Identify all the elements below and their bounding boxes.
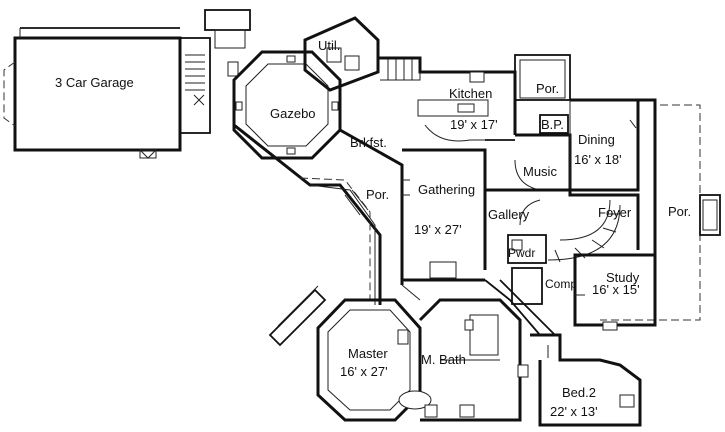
utility-walls: [303, 16, 421, 92]
room-label-study: Study: [606, 270, 640, 285]
garage-walls: [3, 27, 182, 159]
room-label-foyer: Foyer: [598, 205, 632, 220]
room-label-master: Master: [348, 346, 388, 361]
room-label-dining: Dining: [578, 132, 615, 147]
gazebo-walls: [232, 50, 342, 160]
room-label-dining-size: 16' x 18': [574, 152, 622, 167]
bed2-walls: [530, 333, 642, 427]
dining-walls: [514, 54, 640, 192]
master-walls: [316, 298, 422, 422]
room-label-music: Music: [523, 164, 557, 179]
room-label-gathering-size: 19' x 27': [414, 222, 462, 237]
room-label-master-size: 16' x 27': [340, 364, 388, 379]
porch-right-walls: [600, 98, 721, 325]
room-label-comp: Comp: [545, 277, 578, 291]
foyer-walls: [485, 188, 640, 263]
room-label-bed2: Bed.2: [562, 385, 596, 400]
room-label-study-size: 16' x 15': [592, 282, 640, 297]
room-label-porch-right: Por.: [668, 204, 692, 219]
room-label-kitchen-size: 19' x 17': [450, 117, 498, 132]
porch-left-walls: [233, 123, 404, 347]
study-walls: [507, 234, 657, 331]
room-label-bed2-size: 22' x 13': [550, 404, 598, 419]
room-label-util: Util.: [318, 38, 341, 53]
mudroom-walls: [179, 9, 251, 134]
kitchen-walls: [376, 40, 517, 142]
gathering-walls: [402, 148, 487, 282]
room-label-gallery: Gallery: [488, 207, 530, 222]
hall-walls: [401, 279, 556, 336]
room-label-brkfst: Brkfst.: [350, 135, 387, 150]
room-label-porch-top: Por.: [536, 81, 560, 96]
room-label-porch-left: Por.: [366, 187, 390, 202]
room-label-pwdr: Pwdr: [508, 246, 536, 260]
room-label-bp: B.P.: [541, 117, 564, 132]
room-label-kitchen: Kitchen: [449, 86, 493, 101]
room-label-gazebo: Gazebo: [270, 106, 316, 121]
room-label-garage: 3 Car Garage: [55, 75, 134, 90]
room-label-m-bath: M. Bath: [421, 352, 466, 367]
room-label-gathering: Gathering: [418, 182, 476, 197]
master-bath-walls: [398, 298, 529, 422]
music-walls: [485, 133, 572, 192]
